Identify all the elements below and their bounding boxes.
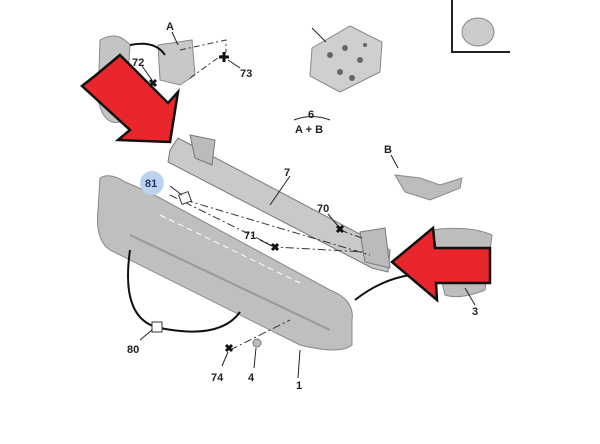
leader-lines <box>139 31 339 369</box>
label-72: 72 <box>132 57 144 69</box>
label-a-plus-b: A + B <box>295 124 323 136</box>
red-arrow-down-right <box>80 53 180 144</box>
fraction-bar <box>293 116 331 121</box>
label-73: 73 <box>240 68 252 80</box>
bracket-b <box>390 154 463 201</box>
clip-4 <box>252 338 262 348</box>
clip-kit-box <box>309 25 383 93</box>
label-1: 1 <box>296 380 302 392</box>
label-80: 80 <box>127 344 139 356</box>
label-a: A <box>166 21 174 33</box>
cable-right <box>354 274 411 301</box>
label-81: 81 <box>145 178 157 190</box>
label-7: 7 <box>284 167 290 179</box>
label-3: 3 <box>472 306 478 318</box>
label-74: 74 <box>211 372 224 384</box>
label-71: 71 <box>244 230 256 242</box>
screw-markers <box>148 52 345 353</box>
label-b: B <box>384 144 392 156</box>
label-6: 6 <box>308 109 314 121</box>
red-arrow-left <box>390 225 492 303</box>
inset-thumbnail <box>451 0 510 53</box>
beam-7 <box>167 134 391 273</box>
highlight-circle-81 <box>140 171 164 195</box>
label-70: 70 <box>317 203 329 215</box>
connector-80 <box>151 321 163 333</box>
bumper-1 <box>97 175 353 379</box>
label-4: 4 <box>248 372 255 384</box>
